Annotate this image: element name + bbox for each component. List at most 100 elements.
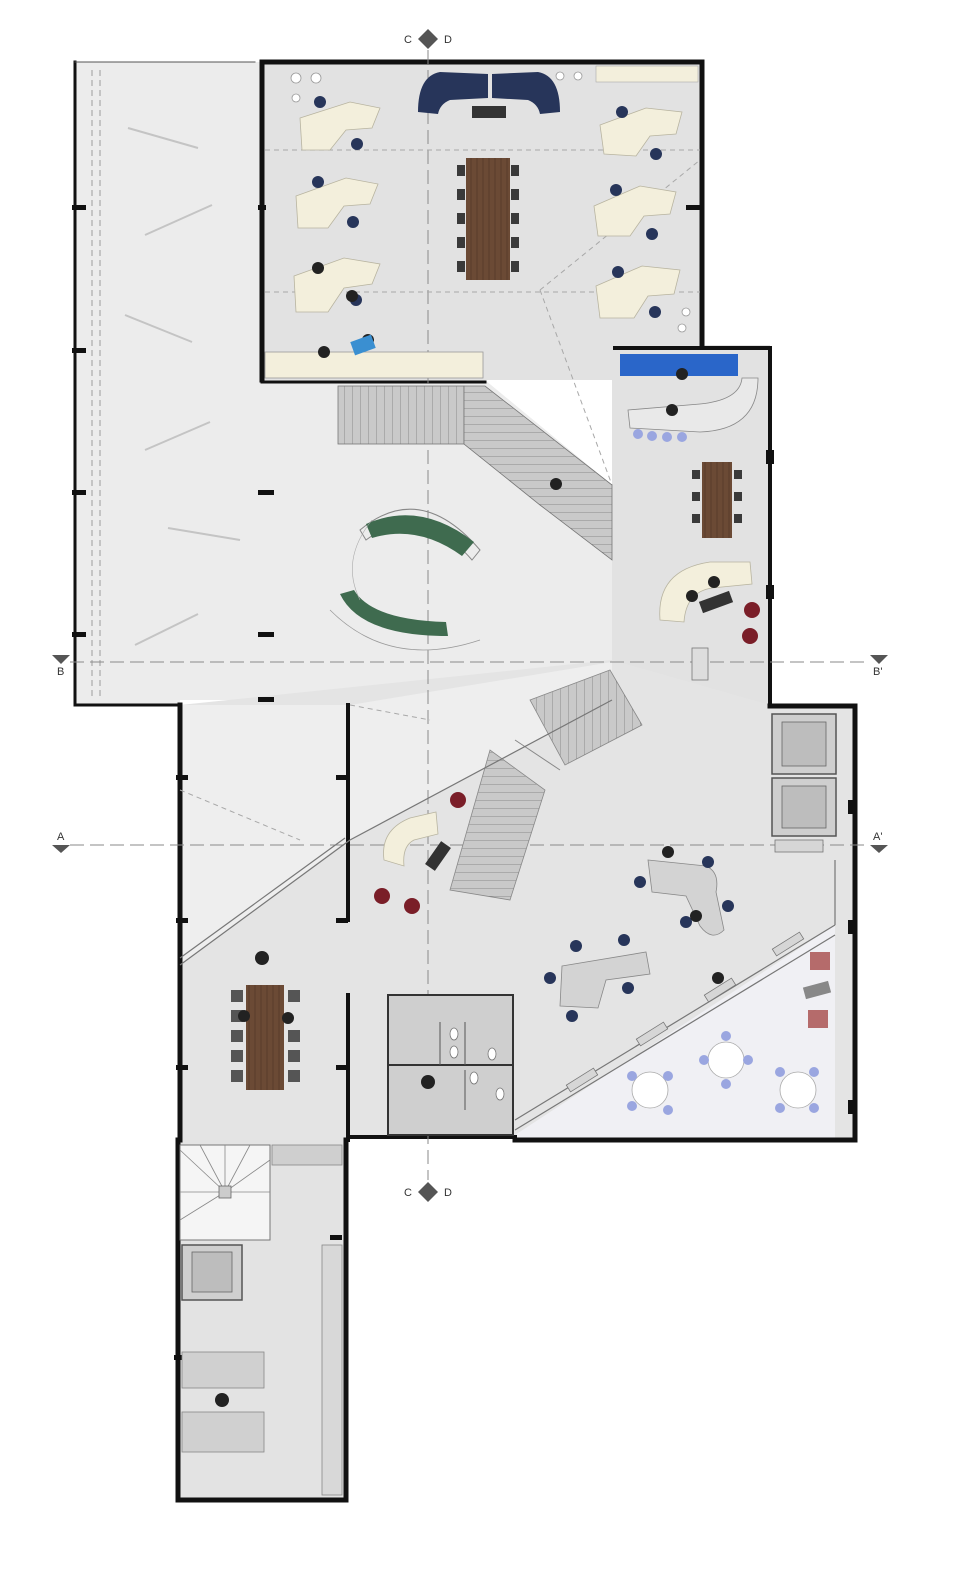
chair-icon	[633, 429, 643, 439]
desk	[599, 107, 683, 157]
person-icon	[676, 368, 688, 380]
column	[766, 450, 774, 464]
chair-icon	[570, 940, 582, 952]
chair-icon	[457, 213, 465, 224]
central-staircase	[449, 669, 643, 901]
section-b-right: B'	[873, 666, 882, 678]
ottoman	[742, 628, 758, 644]
terrace-markings	[124, 127, 241, 646]
cafe-lounge-chairs	[802, 952, 832, 1028]
toilets	[449, 1027, 505, 1101]
column	[848, 920, 856, 934]
chair-icon	[721, 1031, 731, 1041]
person-icon	[690, 910, 702, 922]
green-bench	[340, 590, 448, 636]
coffee-table	[425, 841, 451, 871]
kitchen-island	[627, 377, 759, 433]
elevator-cab	[781, 721, 827, 767]
chair-icon	[646, 228, 658, 240]
conference-table	[466, 158, 510, 280]
central-bench	[329, 508, 481, 651]
meeting-chairs	[692, 470, 742, 523]
ottomans	[742, 602, 760, 644]
section-marker-bottom: C D	[404, 1182, 452, 1202]
chair-icon	[721, 1079, 731, 1089]
section-marker-a: A A'	[52, 831, 888, 853]
column	[336, 775, 348, 780]
corridor-counter	[271, 1144, 343, 1166]
chair-icon	[312, 176, 324, 188]
section-bottom-right: D	[444, 1187, 452, 1199]
person-icon	[238, 1010, 250, 1022]
toilet-icon	[449, 1045, 459, 1059]
armchair	[810, 952, 830, 970]
sink-icon	[573, 71, 583, 81]
stair-icon	[449, 749, 546, 901]
office-chairs	[312, 96, 662, 318]
north-office-wall	[259, 59, 705, 383]
terrace-edge	[73, 60, 182, 707]
west-meeting-room	[231, 951, 300, 1090]
collab-area	[544, 846, 734, 1022]
chair-icon	[809, 1103, 819, 1113]
chair-icon	[734, 514, 742, 523]
chair-icon	[288, 1050, 300, 1062]
column	[72, 205, 86, 210]
column	[258, 205, 266, 210]
bench	[771, 931, 805, 957]
chair-icon	[511, 261, 519, 272]
storage-counter	[595, 65, 699, 83]
stair-icon	[463, 385, 613, 561]
central-lounge	[374, 792, 466, 914]
section-a-right: A'	[873, 831, 882, 843]
ottoman	[374, 888, 390, 904]
section-marker-icon	[870, 845, 888, 853]
section-marker-icon	[52, 845, 70, 853]
armchair	[808, 1010, 828, 1028]
section-b-left: B	[57, 666, 64, 678]
cafe-tables	[631, 1041, 817, 1109]
stair-icon	[529, 669, 643, 766]
chair-icon	[457, 165, 465, 176]
chair-icon	[457, 237, 465, 248]
collab-people	[662, 846, 724, 984]
toilet-icon	[469, 1071, 479, 1085]
desk	[595, 265, 681, 319]
person-icon	[255, 951, 269, 965]
chair-icon	[627, 1071, 637, 1081]
chair-icon	[231, 1050, 243, 1062]
cafe-table	[707, 1041, 745, 1079]
column	[336, 918, 348, 923]
sink-icon	[310, 72, 322, 84]
chair-icon	[702, 856, 714, 868]
column	[176, 1065, 188, 1070]
column	[72, 490, 86, 495]
person-icon	[282, 1012, 294, 1024]
window-benches	[565, 931, 805, 1093]
floor-ring	[329, 609, 481, 651]
collab-table	[559, 951, 651, 1009]
collab-table	[647, 859, 725, 936]
toilet-icon	[495, 1087, 505, 1101]
cafe-table	[779, 1071, 817, 1109]
chair-icon	[634, 876, 646, 888]
laptop	[350, 334, 376, 356]
chair-icon	[692, 514, 700, 523]
column	[72, 348, 86, 353]
atrium-void	[180, 662, 612, 965]
cafe	[565, 931, 832, 1115]
chair-icon	[511, 165, 519, 176]
chair-icon	[288, 1030, 300, 1042]
chair-icon	[618, 934, 630, 946]
chair-icon	[612, 266, 624, 278]
column	[258, 697, 274, 702]
chair-icon	[662, 432, 672, 442]
chair-icon	[775, 1103, 785, 1113]
toilet-icon	[449, 1027, 459, 1041]
cafe-table	[631, 1071, 669, 1109]
side-table	[802, 980, 832, 1000]
desk	[299, 101, 381, 151]
column	[258, 632, 274, 637]
bench	[181, 1351, 265, 1389]
